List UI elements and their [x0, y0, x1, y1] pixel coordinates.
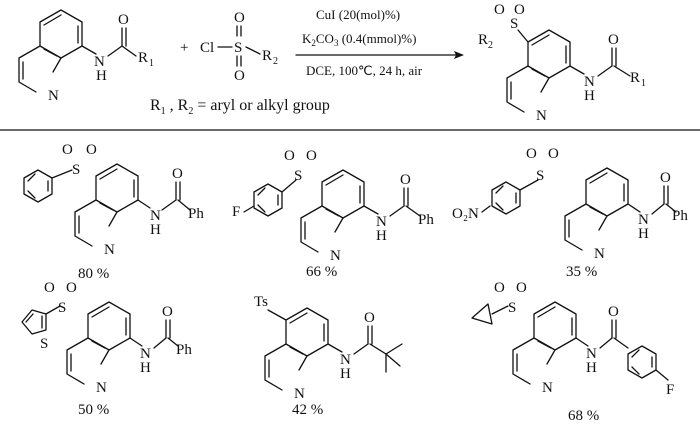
- atom-o: O: [284, 148, 295, 164]
- atom-o: O: [548, 146, 559, 162]
- atom-f: F: [232, 204, 240, 220]
- atom-o: O: [234, 10, 245, 26]
- label-r1: R: [138, 50, 148, 66]
- atom-n: N: [330, 248, 341, 264]
- atom-o: O: [514, 2, 525, 18]
- atom-o: O: [44, 280, 55, 296]
- atom-s: S: [40, 336, 48, 352]
- atom-o: O: [62, 142, 73, 158]
- atom-n: N: [536, 108, 547, 124]
- atom-o: O: [494, 2, 505, 18]
- atom-h: H: [586, 360, 597, 376]
- yield-label: 68 %: [568, 408, 599, 424]
- atom-cl: Cl: [200, 40, 214, 56]
- atom-h: H: [150, 222, 161, 238]
- atom-s: S: [72, 162, 80, 178]
- atom-n: N: [542, 380, 553, 396]
- atom-h: H: [584, 88, 595, 104]
- atom-s: S: [510, 16, 518, 32]
- atom-n: N: [94, 54, 105, 70]
- atom-o: O: [118, 12, 129, 28]
- label-r1-sub: 1: [149, 58, 154, 69]
- label-ph: Ph: [672, 208, 688, 224]
- label-no2: O₂N: [452, 206, 479, 222]
- atom-s: S: [536, 168, 544, 184]
- label-r2: R: [262, 48, 272, 64]
- label-r2-sub: 2: [273, 56, 278, 67]
- example-1: S O O N N H O Ph 80 %: [23, 142, 204, 282]
- atom-h: H: [140, 360, 151, 376]
- atom-o: O: [516, 280, 527, 296]
- reaction-arrow: [295, 51, 464, 59]
- condition-base: K2CO3 (0.4(mmol)%): [302, 31, 416, 48]
- yield-label: 50 %: [78, 402, 109, 418]
- atom-o: O: [364, 310, 375, 326]
- atom-n: N: [594, 246, 605, 262]
- condition-catalyst: CuI (20(mol)%): [316, 7, 400, 22]
- product: N S O O R 2 N H O R 1: [478, 2, 646, 124]
- atom-o: O: [306, 148, 317, 164]
- atom-n: N: [376, 214, 387, 230]
- label-ph: Ph: [418, 212, 434, 228]
- atom-n: N: [150, 208, 161, 224]
- atom-o: O: [608, 32, 619, 48]
- atom-o: O: [494, 280, 505, 296]
- starting-amide: N N H O R 1: [18, 9, 154, 104]
- example-6: S O O N N H O F 68 %: [471, 280, 674, 424]
- atom-o: O: [660, 170, 671, 186]
- atom-s: S: [294, 168, 302, 184]
- atom-s: S: [234, 40, 242, 56]
- atom-n: N: [340, 352, 351, 368]
- label-ts: Ts: [254, 294, 268, 310]
- yield-label: 66 %: [306, 264, 337, 280]
- yield-label: 35 %: [566, 264, 597, 280]
- atom-h: H: [376, 228, 387, 244]
- atom-o: O: [234, 68, 245, 84]
- atom-o: O: [526, 146, 537, 162]
- atom-s: S: [58, 300, 66, 316]
- label-ph: Ph: [188, 206, 204, 222]
- atom-o: O: [86, 142, 97, 158]
- label-ph: Ph: [176, 342, 192, 358]
- atom-n: N: [584, 74, 595, 90]
- example-3: O₂N S O O N N H O Ph 35 %: [452, 146, 688, 280]
- atom-h: H: [96, 68, 107, 84]
- plus-sign: +: [180, 40, 188, 56]
- atom-h: H: [638, 226, 649, 242]
- condition-solvent: DCE, 100℃, 24 h, air: [306, 63, 423, 78]
- sulfonyl-chloride: Cl S O O R 2: [200, 10, 278, 84]
- atom-o: O: [66, 280, 77, 296]
- atom-f: F: [666, 382, 674, 398]
- atom-n: N: [96, 380, 107, 396]
- atom-n: N: [48, 88, 59, 104]
- label-r2: R: [478, 32, 488, 48]
- example-4: S S O O N N H O Ph 50 %: [21, 280, 192, 418]
- label-r1-sub: 1: [641, 78, 646, 89]
- atom-h: H: [340, 366, 351, 382]
- atom-o: O: [608, 304, 619, 320]
- atom-n: N: [140, 346, 151, 362]
- atom-n: N: [586, 346, 597, 362]
- atom-o: O: [162, 304, 173, 320]
- yield-label: 80 %: [78, 266, 109, 282]
- example-2: F S O O N N H O Ph 66 %: [232, 148, 434, 280]
- label-r2-sub: 2: [488, 40, 493, 51]
- atom-s: S: [508, 300, 516, 316]
- atom-n: N: [638, 212, 649, 228]
- atom-n: N: [294, 386, 305, 402]
- atom-o: O: [172, 166, 183, 182]
- label-r1: R: [630, 70, 640, 86]
- example-5: Ts N N H O 42 %: [254, 294, 403, 418]
- atom-o: O: [400, 172, 411, 188]
- yield-label: 42 %: [292, 402, 323, 418]
- atom-n: N: [104, 242, 115, 258]
- r-group-description: R1 , R2 = aryl or alkyl group: [150, 97, 330, 117]
